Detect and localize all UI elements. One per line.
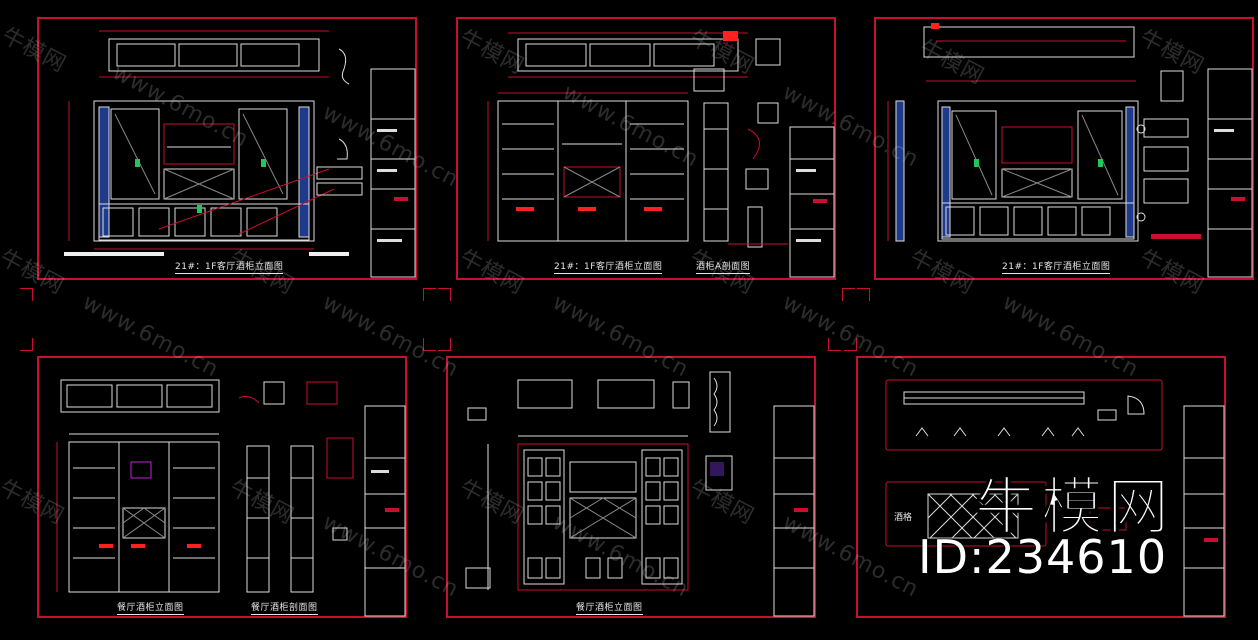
sheet-3-drawing — [887, 23, 1253, 278]
crop-mark — [423, 338, 436, 351]
sheet-2-drawing — [487, 31, 835, 278]
drawing-sheet-5[interactable]: 餐厅酒柜立面图 — [446, 356, 816, 618]
crop-mark — [438, 338, 451, 351]
crop-mark — [438, 288, 451, 301]
sheet-4-drawing — [56, 379, 406, 617]
sheet-2-title: 21#：1F客厅酒柜立面图 — [554, 259, 662, 274]
sheet-1-drawing — [64, 30, 416, 278]
sheet-5-drawing — [465, 371, 815, 617]
drawing-sheet-2[interactable]: 21#：1F客厅酒柜立面图 酒柜A剖面图 — [456, 17, 836, 280]
crop-mark — [857, 288, 870, 301]
sheet-4-title-2: 餐厅酒柜剖面图 — [251, 600, 318, 615]
drawing-sheet-4[interactable]: 餐厅酒柜立面图 餐厅酒柜剖面图 — [37, 356, 407, 618]
crop-mark — [842, 288, 855, 301]
crop-mark — [828, 338, 841, 351]
sheet-2-title-2: 酒柜A剖面图 — [696, 259, 750, 274]
watermark-logo: 牛模网 — [974, 470, 1174, 544]
crop-mark — [20, 288, 33, 301]
drawing-sheet-6[interactable]: 酒格 — [856, 356, 1226, 618]
crop-mark — [844, 338, 857, 351]
sheet-4-title: 餐厅酒柜立面图 — [117, 600, 184, 615]
sheet-6-drawing — [885, 379, 1225, 617]
drawing-sheet-3[interactable]: 21#：1F客厅酒柜立面图 — [874, 17, 1254, 280]
sheet-5-title: 餐厅酒柜立面图 — [576, 600, 643, 615]
sheet-1-title: 21#：1F客厅酒柜立面图 — [175, 259, 283, 274]
wine-rack-label: 酒格 — [894, 513, 913, 523]
crop-mark — [423, 288, 436, 301]
crop-mark — [20, 338, 33, 351]
sheet-3-title: 21#：1F客厅酒柜立面图 — [1002, 259, 1110, 274]
drawing-sheet-1[interactable]: 21#：1F客厅酒柜立面图 — [37, 17, 417, 280]
watermark-id: ID:234610 — [918, 530, 1168, 584]
